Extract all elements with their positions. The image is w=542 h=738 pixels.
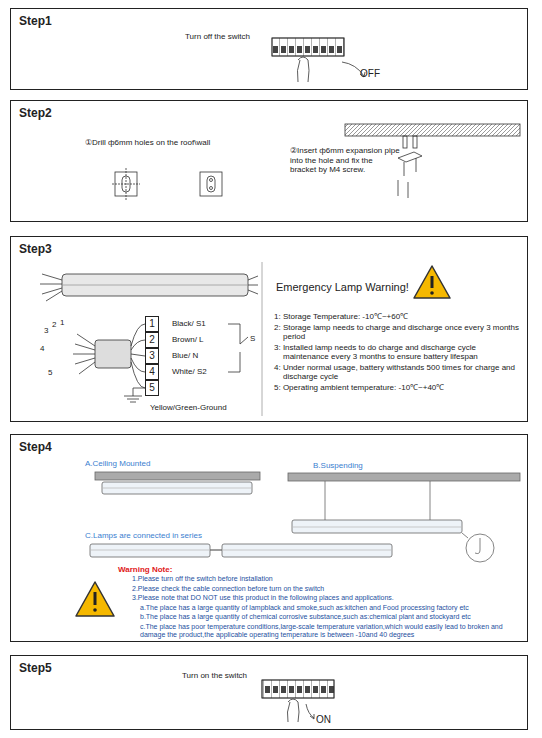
terminal-number: 3 xyxy=(146,349,158,363)
note-title: Warning Note: xyxy=(118,565,172,575)
state-label: OFF xyxy=(360,68,380,80)
note-item: b.The place has a large quantity of chem… xyxy=(140,613,517,622)
wire-label: Black/ S1 xyxy=(172,319,206,329)
callout-number: 2 xyxy=(52,320,56,330)
wire-label: Yellow/Green-Ground xyxy=(150,403,227,413)
terminal-number: 2 xyxy=(146,333,158,347)
step-heading: Step4 xyxy=(19,440,52,454)
switch-label: S xyxy=(250,334,255,344)
instruction: ①Drill ф6mm holes on the roof\wall xyxy=(85,138,210,148)
terminal-box: 1 xyxy=(145,316,159,332)
terminal-box: 5 xyxy=(145,380,159,396)
wire-label: Brown/ L xyxy=(172,335,204,345)
instruction: Turn on the switch xyxy=(182,671,247,681)
wire-label: White/ S2 xyxy=(172,367,207,377)
step-heading: Step3 xyxy=(19,242,52,256)
wire-label: Blue/ N xyxy=(172,351,198,361)
terminal-box: 2 xyxy=(145,332,159,348)
callout-number: 4 xyxy=(40,344,44,354)
step1-panel: Step1Turn off the switchOFF xyxy=(10,8,528,90)
step2-panel: Step2 ①Drill ф6mm holes on the roof\wall ②… xyxy=(10,100,528,222)
terminal-number: 5 xyxy=(146,381,158,395)
step-heading: Step5 xyxy=(19,661,52,675)
note-item: 2.Please check the cable connection befo… xyxy=(132,585,517,594)
callout-number: 1 xyxy=(60,318,64,328)
note-item: c.The place has poor temperature conditi… xyxy=(140,623,517,640)
warning-item: 5: Operating ambient temperature: -10℃~+… xyxy=(274,383,523,393)
warning-item: 2: Storage lamp needs to charge and disc… xyxy=(274,323,523,342)
step4-panel: Step4A.Ceiling Mounted B.SuspendingC.Lamp… xyxy=(10,434,528,642)
warning-title: Emergency Lamp Warning! xyxy=(276,281,409,294)
section-label: C.Lamps are connected in series xyxy=(85,531,202,541)
terminal-number: 1 xyxy=(146,317,158,331)
step3-panel: Step31234532145Black/ S1Brown/ LBlue/ NW… xyxy=(10,236,528,422)
warning-item: 1: Storage Temperature: -10℃~+60℃ xyxy=(274,312,523,322)
terminal-number: 4 xyxy=(146,365,158,379)
note-item: 3.Please note that DO NOT use this produ… xyxy=(132,594,517,603)
note-item: 1.Please turn off the switch before inst… xyxy=(132,575,517,584)
step-heading: Step1 xyxy=(19,14,52,28)
note-item: a.The place has a large quantity of lamp… xyxy=(140,604,517,613)
instruction: ②Insert ф6mm expansion pipe into the hol… xyxy=(290,146,400,175)
callout-number: 3 xyxy=(44,326,48,336)
terminal-box: 4 xyxy=(145,364,159,380)
section-label: A.Ceiling Mounted xyxy=(85,459,150,469)
terminal-box: 3 xyxy=(145,348,159,364)
instruction: Turn off the switch xyxy=(185,32,250,42)
callout-number: 5 xyxy=(48,368,52,378)
step5-panel: Step5Turn on the switchON xyxy=(10,655,528,730)
warning-item: 4: Under normal usage, battery withstand… xyxy=(274,363,523,382)
step-heading: Step2 xyxy=(19,106,52,120)
section-label: B.Suspending xyxy=(313,461,363,471)
warning-item: 3: Installed lamp needs to do charge and… xyxy=(274,343,523,362)
state-label: ON xyxy=(316,714,331,726)
